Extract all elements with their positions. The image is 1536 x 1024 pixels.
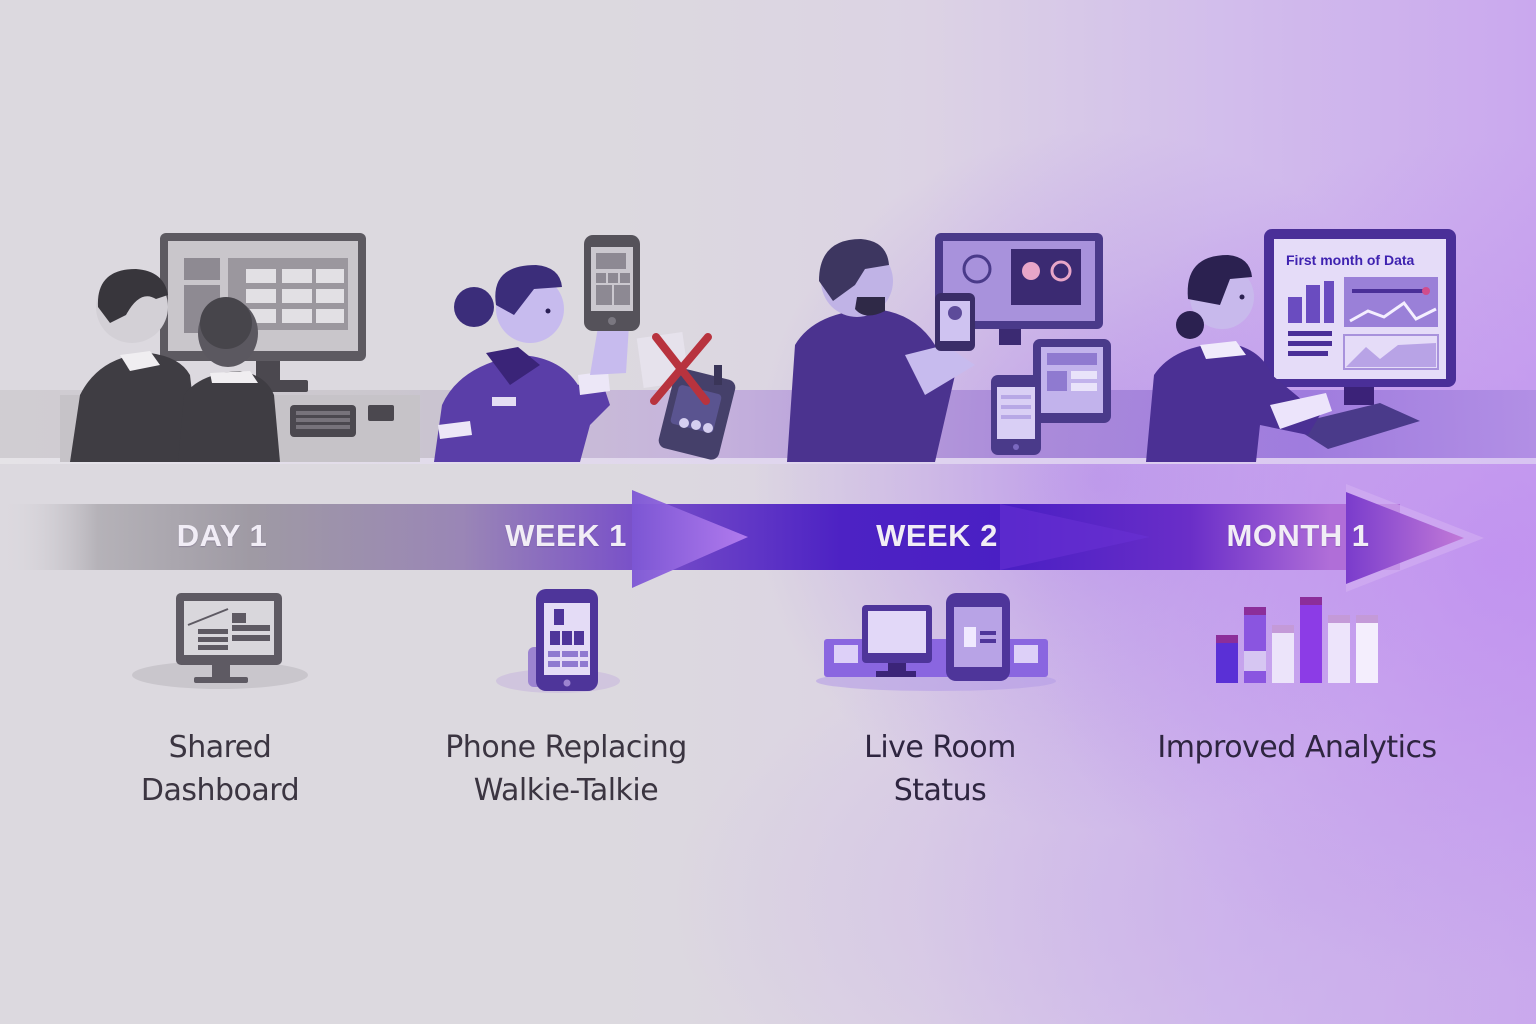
bar-chart-icon [1168, 585, 1428, 695]
caption-line2: Dashboard [140, 773, 300, 808]
stage-label-week2: WEEK 2 [876, 518, 998, 553]
scene-week1-phone-replacing-walkie [430, 225, 760, 462]
caption-improved-analytics: Improved Analytics [1157, 726, 1437, 769]
cross-out-icon [650, 333, 712, 405]
caption-shared-dashboard: Shared Dashboard [140, 726, 300, 812]
scene-month1-improved-analytics: First month of Data [1140, 225, 1480, 462]
staff-with-devices-illustration [787, 233, 1111, 462]
caption-line1: Phone Replacing [445, 730, 687, 765]
stage-label-month1: MONTH 1 [1226, 518, 1370, 553]
staff-at-analytics-monitor-illustration: First month of Data [1146, 229, 1456, 462]
monitor-and-tablet-icon [806, 585, 1066, 695]
nurse-with-phone-illustration [434, 235, 736, 462]
smartphone-icon [430, 585, 690, 695]
caption-phone-replacing-walkie-talkie: Phone Replacing Walkie-Talkie [445, 726, 687, 812]
scene-week2-live-room-status [785, 225, 1125, 462]
two-staff-at-monitor-illustration [60, 233, 420, 462]
stage-label-week1: WEEK 1 [505, 518, 627, 553]
scene-day1-shared-dashboard [60, 225, 420, 462]
caption-line1: Shared [168, 730, 272, 765]
caption-line2: Status [893, 773, 987, 808]
timeline-arrow: DAY 1 WEEK 1 WEEK 2 MONTH 1 [0, 484, 1536, 594]
timeline-arrow-graphic [0, 484, 1484, 592]
analytics-screen-title: First month of Data [1286, 252, 1415, 268]
stage-label-day1: DAY 1 [176, 518, 268, 553]
caption-live-room-status: Live Room Status [864, 726, 1016, 812]
caption-line2: Walkie-Talkie [473, 773, 659, 808]
caption-line1: Live Room [864, 730, 1016, 765]
scene-floor-edge [0, 458, 1536, 464]
desktop-monitor-icon [90, 585, 350, 695]
caption-line1: Improved Analytics [1157, 730, 1437, 765]
